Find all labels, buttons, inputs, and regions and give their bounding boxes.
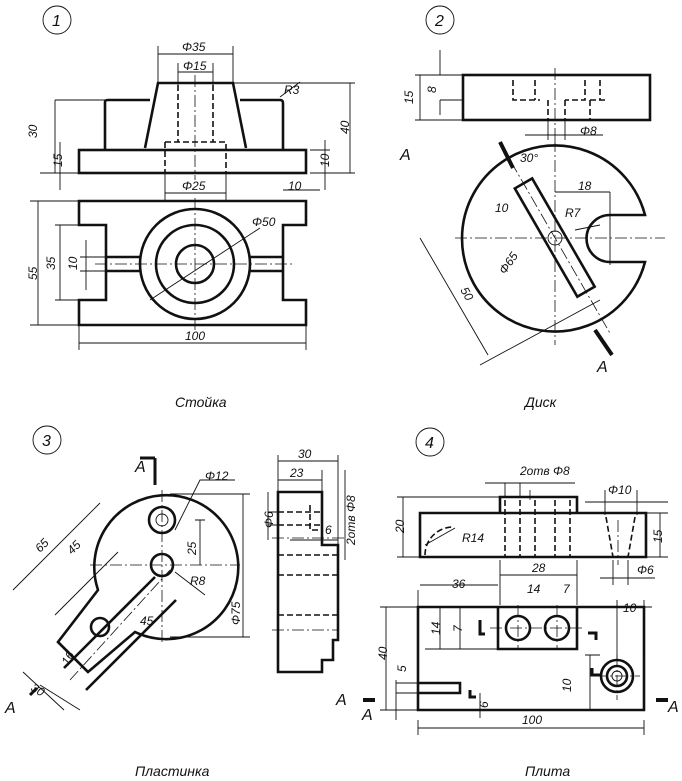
dim-w10: 10 [623, 601, 637, 615]
dim-v7: 7 [451, 624, 465, 632]
dim-w7: 7 [563, 582, 571, 596]
dim-d10: Φ10 [608, 483, 632, 497]
dim-h30: 30 [26, 124, 40, 138]
dim-h40: 40 [338, 120, 352, 134]
figure-3-plastinka: 3 A A Φ12 65 45 25 R8 45 Φ75 16 30 [4, 425, 358, 779]
dim-v14: 14 [429, 621, 443, 635]
dim-w100: 100 [185, 329, 205, 343]
section-mark-a: A [399, 147, 411, 164]
dim-l50: 50 [457, 285, 476, 304]
section-mark-a: A [335, 692, 347, 709]
dim-holes: 2отв Φ8 [344, 495, 358, 546]
dim-v10: 10 [560, 678, 574, 692]
dim-d50: Φ50 [252, 215, 276, 229]
dim-w28: 28 [531, 561, 546, 575]
dim-d15: Φ15 [183, 59, 207, 73]
figure-number: 1 [52, 13, 61, 30]
dim-l65: 65 [32, 536, 52, 556]
main-view: A A 30° 10 18 R7 Φ65 50 [399, 140, 665, 376]
dim-s10: 10 [66, 256, 80, 270]
dim-s6: 6 [325, 523, 332, 537]
front-view: 55 35 10 Φ50 100 [26, 198, 308, 350]
figure-4-plita: 4 2отв Φ8 Φ10 20 R14 15 28 Φ6 36 [361, 427, 679, 779]
dim-d6: Φ6 [637, 563, 654, 577]
dim-h55: 55 [26, 266, 40, 280]
dim-a30: 30° [520, 151, 538, 165]
figure-number: 3 [42, 433, 51, 450]
dim-r8: R8 [190, 574, 206, 588]
top-view: 2отв Φ8 Φ10 20 R14 15 28 Φ6 [393, 464, 668, 605]
dim-w16: 16 [58, 649, 77, 668]
dim-d35: Φ35 [182, 40, 206, 54]
dim-l45: 45 [64, 538, 84, 558]
dim-d8: Φ8 [580, 124, 597, 138]
section-mark-a: A [134, 459, 146, 476]
dim-v6: 6 [477, 701, 491, 708]
figure-number-circle [42, 5, 72, 35]
figure-2-disk: 2 15 8 Φ8 A A 30° 10 18 R7 Φ65 [399, 5, 665, 410]
top-view: 15 8 Φ8 [402, 50, 652, 145]
figure-title: Диск [523, 394, 558, 410]
dim-h15: 15 [402, 90, 416, 104]
dim-h25: 25 [185, 541, 199, 556]
dim-w30: 30 [29, 680, 48, 699]
dim-h15: 15 [651, 529, 665, 543]
main-view: A A Φ12 65 45 25 R8 45 Φ75 16 30 [4, 456, 250, 717]
dim-d65: Φ65 [496, 249, 521, 276]
top-view: Φ35 Φ15 R3 30 15 40 10 Φ25 10 [26, 40, 355, 200]
section-mark-a: A [4, 700, 16, 717]
dim-a45: 45 [140, 614, 154, 628]
dim-holes: 2отв Φ8 [519, 464, 570, 478]
dim-h8: 8 [425, 86, 439, 93]
dim-s23: 23 [289, 466, 304, 480]
dim-w36: 36 [452, 577, 466, 591]
dim-h15: 15 [51, 153, 65, 167]
figure-title: Стойка [175, 394, 227, 410]
dim-r7: R7 [565, 206, 582, 220]
side-view: 30 23 Φ6 6 2отв Φ8 A [262, 447, 358, 709]
dim-h20: 20 [393, 519, 407, 534]
dim-r3: R3 [284, 83, 300, 97]
dim-h40: 40 [376, 646, 390, 660]
figure-number: 4 [425, 435, 434, 452]
section-mark-a: A [361, 707, 373, 724]
figure-title: Плита [525, 763, 570, 779]
figure-number: 2 [434, 13, 444, 30]
dim-d75: Φ75 [229, 601, 243, 625]
dim-h35: 35 [44, 256, 58, 270]
front-view: 36 14 7 40 14 7 10 5 10 6 100 A A [361, 577, 679, 735]
dim-d6: Φ6 [262, 511, 276, 528]
dim-s30: 30 [298, 447, 312, 461]
dim-d25: Φ25 [182, 179, 206, 193]
dim-w100: 100 [522, 713, 542, 727]
dim-d12: Φ12 [205, 469, 229, 483]
dim-v5: 5 [395, 665, 409, 672]
dim-w10: 10 [288, 179, 302, 193]
figure-title: Пластинка [135, 763, 210, 779]
dim-w10: 10 [495, 201, 509, 215]
section-mark-a: A [667, 699, 679, 716]
dim-w18: 18 [578, 179, 592, 193]
section-mark-a: A [596, 359, 608, 376]
figure-1-stoyka: 1 Φ35 Φ15 R3 30 15 40 10 Φ25 10 [26, 5, 355, 410]
dim-h10: 10 [318, 153, 332, 167]
dim-r14: R14 [462, 531, 484, 545]
dim-w14: 14 [527, 582, 541, 596]
